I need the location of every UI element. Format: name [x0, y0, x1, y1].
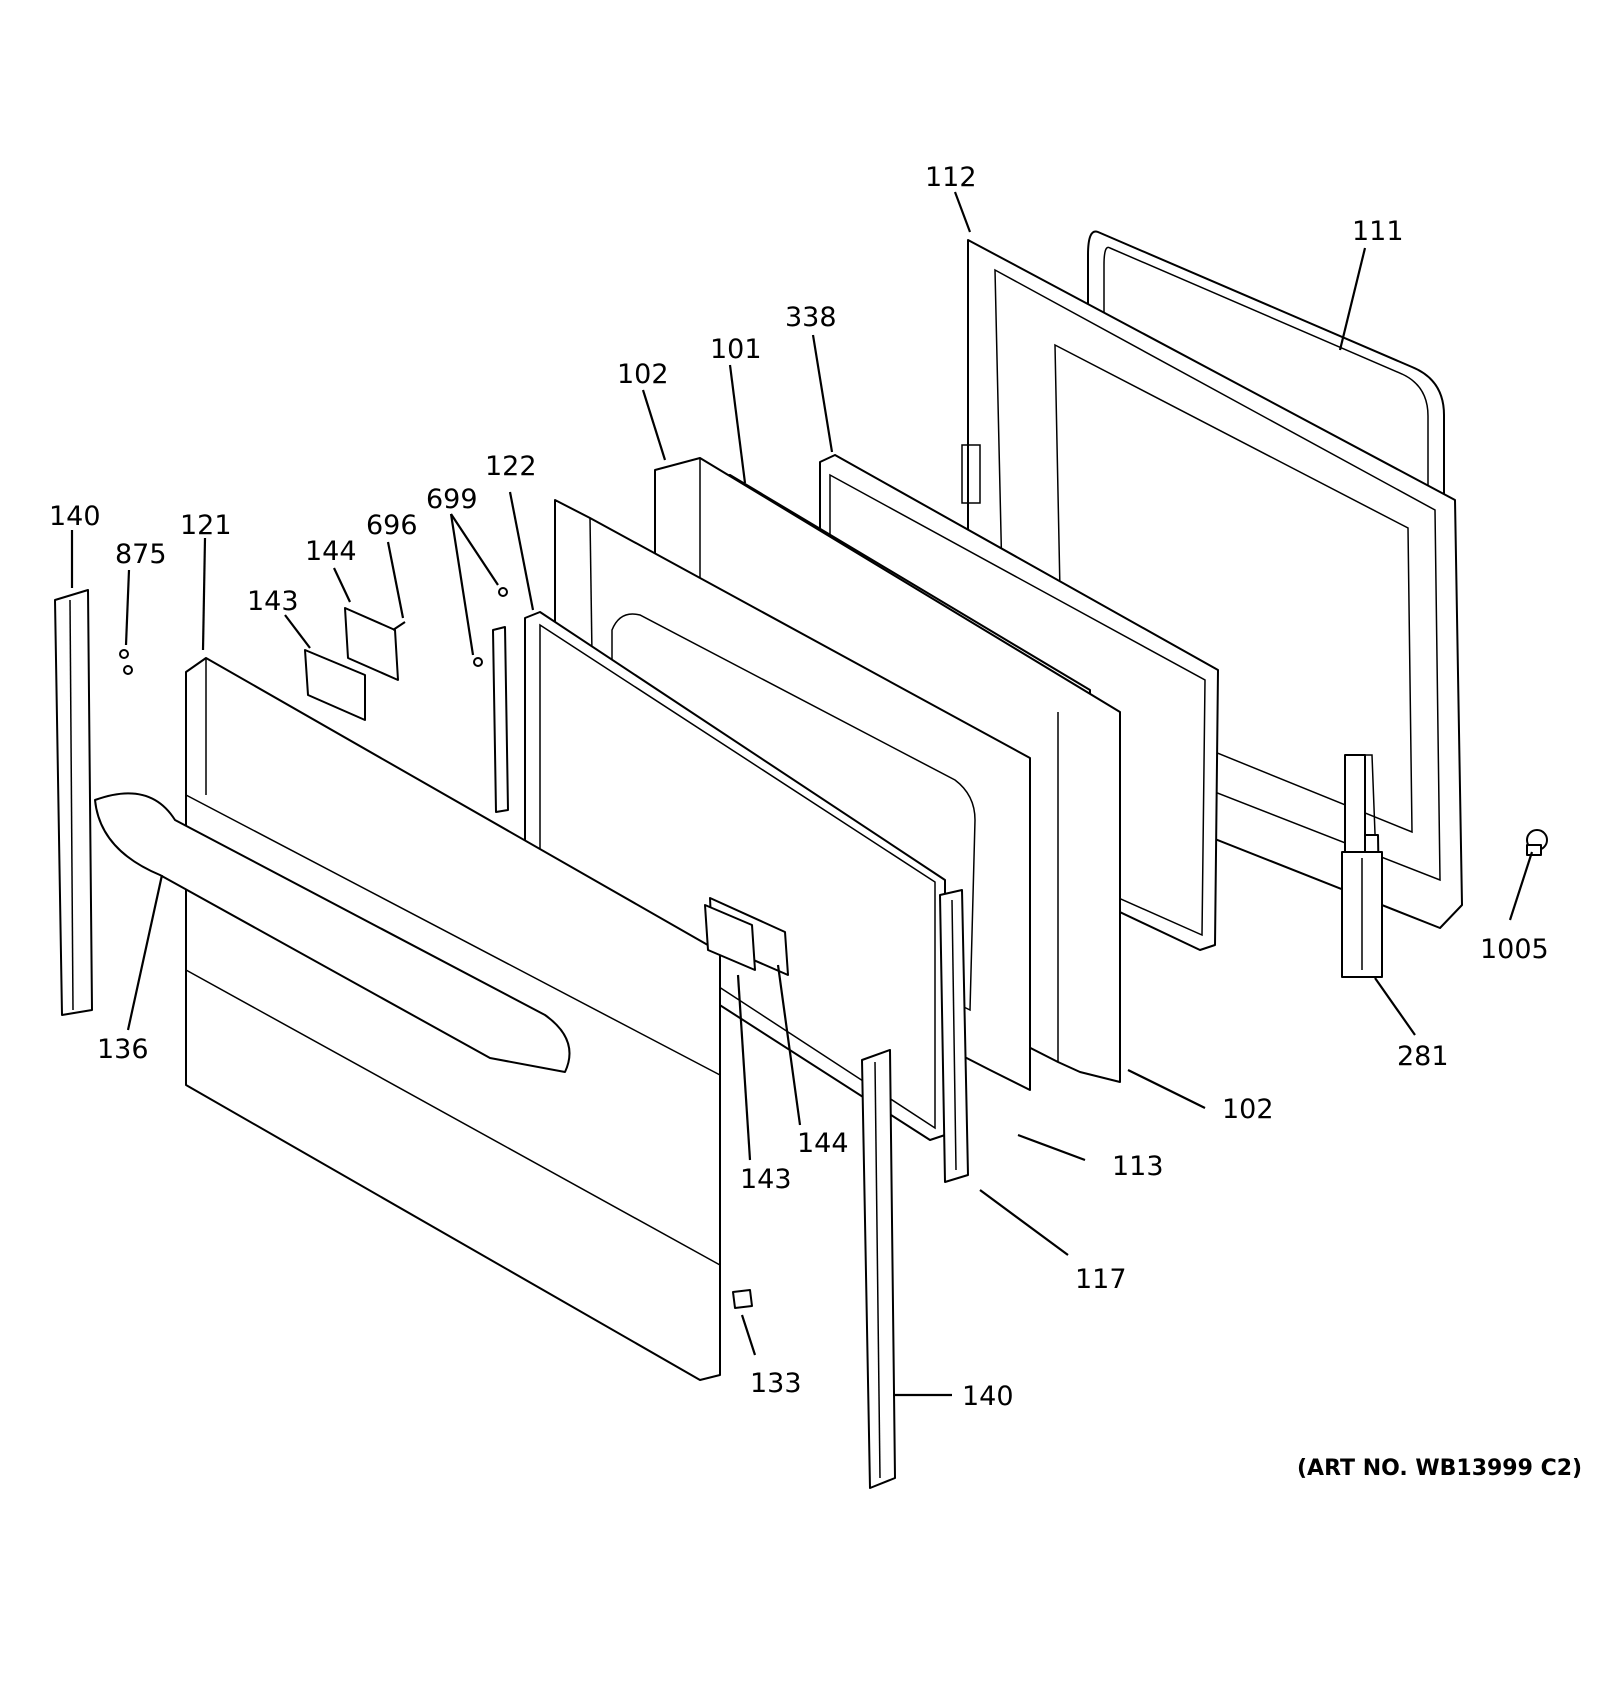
bracket-143-upper [304, 649, 366, 721]
screw-696 [392, 621, 406, 631]
callout-338: 338 [785, 302, 837, 333]
callout-136: 136 [97, 1034, 149, 1065]
callout-144-lower: 144 [797, 1128, 849, 1159]
callout-122: 122 [485, 451, 537, 482]
callout-113: 113 [1112, 1151, 1164, 1182]
callout-111: 111 [1352, 216, 1404, 247]
screw-1005 [1526, 829, 1548, 856]
callout-1005: 1005 [1480, 934, 1549, 965]
callout-117: 117 [1075, 1264, 1127, 1295]
callout-133: 133 [750, 1368, 802, 1399]
callout-281: 281 [1397, 1041, 1449, 1072]
hinge-bracket-144-upper [344, 607, 399, 681]
callout-699: 699 [426, 484, 478, 515]
art-number: (ART NO. WB13999 C2) [1297, 1456, 1582, 1481]
leader-lines [70, 191, 1534, 1397]
hinge-281 [1341, 754, 1383, 978]
callout-140-right: 140 [962, 1381, 1014, 1412]
callout-102-lower: 102 [1222, 1094, 1274, 1125]
screw-875-lower [123, 665, 133, 675]
callout-143-lower: 143 [740, 1164, 792, 1195]
callout-102-upper: 102 [617, 359, 669, 390]
callout-labels: 112 111 338 101 102 122 699 696 144 143 … [49, 162, 1549, 1412]
callout-112: 112 [925, 162, 977, 193]
side-trim-140-left [54, 589, 93, 1016]
callout-143-upper: 143 [247, 586, 299, 617]
vent-channel [492, 626, 509, 813]
callout-101: 101 [710, 334, 762, 365]
callout-875: 875 [115, 539, 167, 570]
side-trim-140-right [861, 1049, 896, 1489]
screw-699-upper [498, 587, 508, 597]
screw-699-lower [473, 657, 483, 667]
screw-875-upper [119, 649, 129, 659]
clip-133 [732, 1289, 753, 1309]
callout-121: 121 [180, 510, 232, 541]
callout-144-upper: 144 [305, 536, 357, 567]
bracket-143-lower [704, 904, 756, 971]
side-trim-117 [939, 889, 969, 1183]
callout-140-left: 140 [49, 501, 101, 532]
callout-696: 696 [366, 510, 418, 541]
handle-136 [94, 792, 571, 1073]
